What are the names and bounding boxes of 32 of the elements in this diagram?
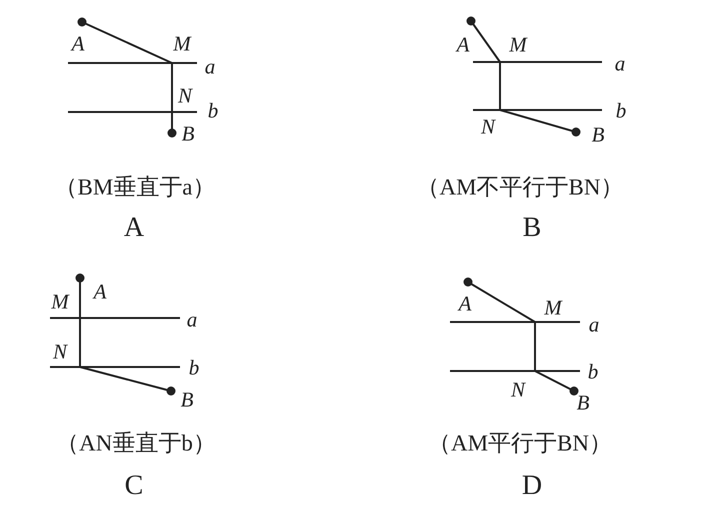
option-label: C <box>124 472 144 500</box>
caption: （AN垂直于b） <box>56 432 216 454</box>
line-label: a <box>588 314 600 336</box>
point-label: M <box>173 34 191 54</box>
point-label: A <box>72 34 84 54</box>
line-label: b <box>208 100 218 122</box>
line-label: a <box>614 54 626 74</box>
point-label: M <box>51 292 69 312</box>
point-label: N <box>481 116 495 138</box>
line-label: b <box>616 100 626 122</box>
line-label: b <box>188 358 200 378</box>
point-label: N <box>511 380 525 400</box>
option-label: A <box>124 214 144 242</box>
point-label: A <box>94 282 106 302</box>
point-label: B <box>592 124 604 146</box>
line-label: a <box>204 56 216 78</box>
caption: （BM垂直于a） <box>54 176 216 198</box>
point-label: A <box>456 34 470 56</box>
point-label: N <box>178 86 192 106</box>
line-label: b <box>588 362 598 382</box>
caption: （AM不平行于BN） <box>416 176 624 198</box>
point-label: B <box>576 392 590 414</box>
point-label: M <box>509 34 527 56</box>
point-label: B <box>182 124 194 144</box>
point-label: M <box>544 298 562 318</box>
option-label: B <box>522 214 542 242</box>
point-label: B <box>180 390 194 410</box>
point-label: N <box>53 342 67 362</box>
caption: （AM平行于BN） <box>428 432 612 454</box>
line-label: a <box>186 310 198 330</box>
point-label: A <box>458 294 472 314</box>
option-label: D <box>522 472 542 500</box>
